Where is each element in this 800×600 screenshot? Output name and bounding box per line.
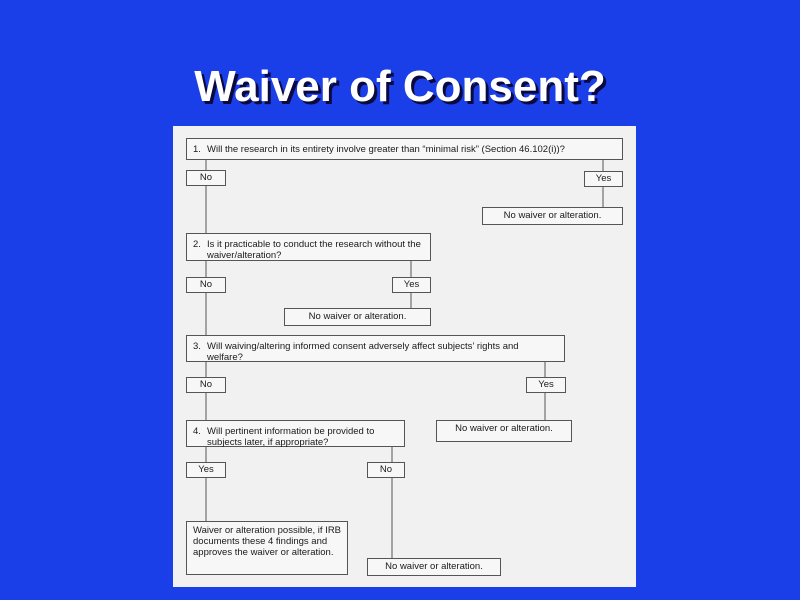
question-3-number: 3. [193, 341, 201, 352]
question-4-yes-label: Yes [186, 462, 226, 478]
question-3-box: 3. Will waiving/altering informed consent… [186, 335, 565, 363]
question-2-yes-result: No waiver or alteration. [284, 308, 431, 326]
question-3-text: Will waiving/altering informed consent a… [207, 341, 519, 363]
question-3-yes-result: No waiver or alteration. [436, 420, 572, 442]
question-1-yes-label: Yes [584, 171, 623, 187]
question-1-number: 1. [193, 144, 201, 155]
flowchart-panel: 1. Will the research in its entirety invo… [173, 126, 636, 587]
question-2-no-label: No [186, 277, 226, 293]
question-1-text: Will the research in its entirety involv… [207, 144, 565, 155]
question-2-yes-label: Yes [392, 277, 431, 293]
question-2-box: 2. Is it practicable to conduct the resea… [186, 233, 431, 261]
question-4-no-result: No waiver or alteration. [367, 558, 501, 576]
slide-title: Waiver of Consent? [194, 62, 606, 111]
question-2-text: Is it practicable to conduct the researc… [207, 239, 421, 261]
question-1-box: 1. Will the research in its entirety invo… [186, 138, 623, 160]
connector-lines [205, 160, 604, 558]
question-4-no-label: No [367, 462, 405, 478]
question-2-number: 2. [193, 239, 201, 250]
question-4-text: Will pertinent information be provided t… [207, 426, 375, 448]
question-3-no-label: No [186, 377, 226, 393]
question-4-box: 4. Will pertinent information be provided… [186, 420, 405, 448]
question-1-yes-result: No waiver or alteration. [482, 207, 623, 225]
question-1-no-label: No [186, 170, 226, 186]
question-4-yes-result: Waiver or alteration possible, if IRB do… [186, 521, 348, 575]
question-4-number: 4. [193, 426, 201, 437]
question-3-yes-label: Yes [526, 377, 566, 393]
